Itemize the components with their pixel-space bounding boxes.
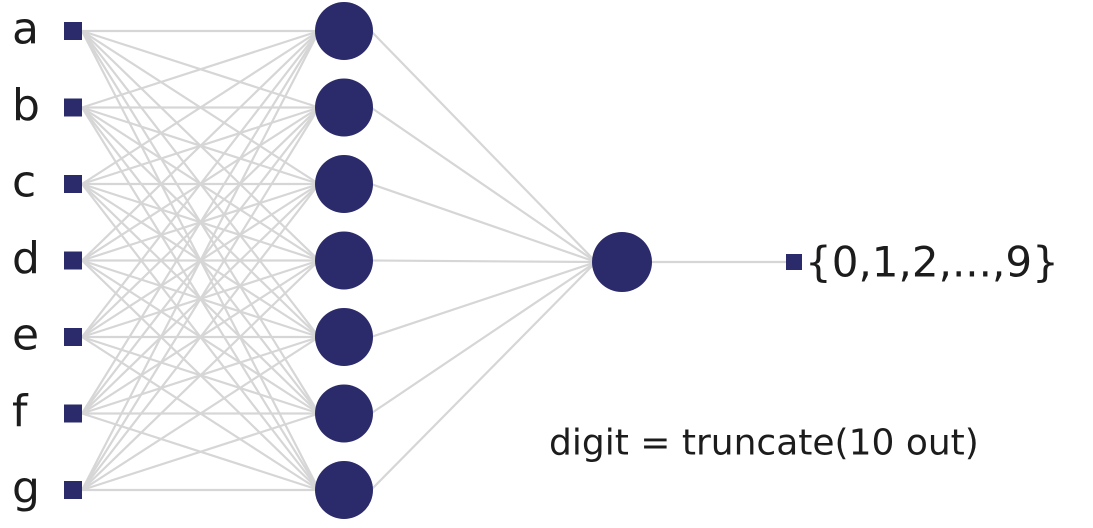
edge-hidden-2-output [370, 106, 597, 263]
input-node-a [64, 22, 82, 40]
formula-text: digit = truncate(10 out) [549, 423, 979, 464]
input-node-f [64, 404, 82, 423]
edge-input-f-hidden-1 [81, 30, 320, 415]
edge-input-g-hidden-4 [81, 259, 320, 491]
input-node-c [64, 175, 82, 193]
edge-hidden-4-output [370, 259, 597, 264]
input-label-b: b [12, 80, 40, 131]
edge-input-g-hidden-5 [81, 336, 320, 491]
hidden-node-1 [315, 2, 373, 60]
edge-input-g-hidden-3 [81, 183, 320, 491]
hidden-node-6 [315, 384, 373, 443]
network-nodes [64, 2, 802, 519]
edge-input-e-hidden-1 [81, 30, 320, 338]
input-node-g [64, 481, 82, 499]
final-output-node [786, 254, 802, 270]
input-node-d [64, 251, 82, 270]
output-node [592, 232, 652, 292]
output-set-label: {0,1,2,...,9} [805, 238, 1059, 287]
input-label-e: e [12, 310, 39, 361]
edge-input-g-hidden-1 [81, 30, 320, 491]
hidden-node-2 [315, 78, 373, 137]
edge-hidden-5-output [370, 260, 597, 339]
edge-input-b-hidden-1 [81, 29, 320, 109]
edge-hidden-6-output [370, 261, 597, 415]
edge-hidden-7-output [370, 261, 597, 491]
edge-input-d-hidden-1 [81, 30, 320, 262]
edge-hidden-1-output [370, 30, 597, 263]
hidden-node-4 [315, 231, 373, 290]
input-label-g: g [12, 463, 40, 514]
input-node-b [64, 98, 82, 117]
edge-hidden-3-output [370, 182, 597, 264]
edge-input-g-hidden-2 [81, 106, 320, 491]
edge-input-c-hidden-1 [81, 30, 320, 185]
hidden-node-3 [315, 155, 373, 213]
network-edges [81, 29, 786, 492]
input-label-d: d [12, 233, 40, 284]
input-label-f: f [12, 386, 29, 437]
input-node-e [64, 328, 82, 346]
hidden-node-5 [315, 308, 373, 366]
input-label-c: c [12, 157, 36, 208]
hidden-node-7 [315, 461, 373, 519]
edge-input-g-hidden-6 [81, 412, 320, 492]
input-label-a: a [12, 4, 39, 55]
